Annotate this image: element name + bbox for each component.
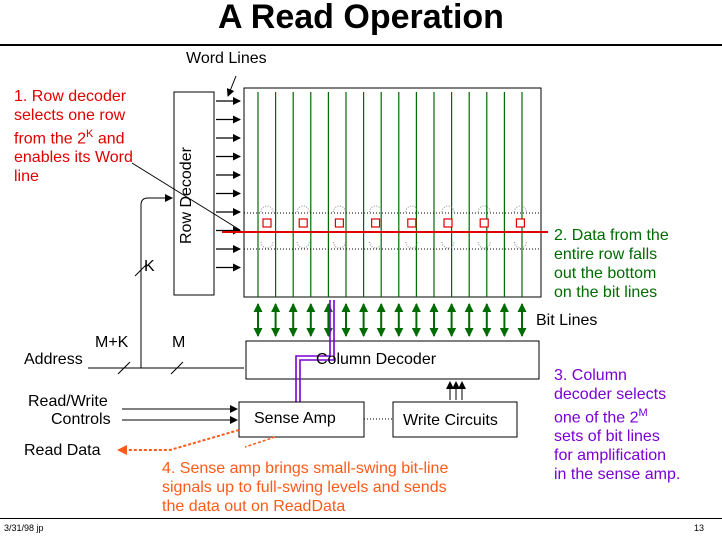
read-write-label: Read/Write bbox=[28, 393, 108, 410]
mk-slash bbox=[117, 361, 131, 375]
note1-line3-text: from the 2 bbox=[14, 130, 87, 148]
k-bus-horizontal bbox=[140, 194, 173, 206]
read-data-tail bbox=[244, 436, 276, 448]
read-data-label: Read Data bbox=[24, 442, 101, 459]
note2-line4: on the bit lines bbox=[554, 284, 658, 301]
memory-cell-dotted bbox=[513, 205, 527, 213]
memory-cell-dotted bbox=[369, 241, 383, 249]
write-circuits-box bbox=[392, 401, 518, 438]
title-rule bbox=[0, 44, 722, 46]
note-column-decoder: 3. Column decoder selects one of the 2M … bbox=[554, 366, 680, 484]
footer-date: 3/31/98 jp bbox=[4, 523, 44, 533]
memory-cell-dotted bbox=[296, 241, 310, 249]
note3-line5: for amplification bbox=[554, 447, 667, 465]
memory-cell bbox=[443, 218, 453, 228]
purple-path-2 bbox=[299, 300, 335, 408]
note1-line3: from the 2K and bbox=[14, 125, 133, 148]
memory-cell-dotted bbox=[477, 205, 491, 213]
row-decoder-label: Row Decoder bbox=[178, 147, 195, 244]
note-row-decoder: 1. Row decoder selects one row from the … bbox=[14, 87, 133, 186]
memory-array bbox=[243, 87, 542, 298]
note3-line3-text: one of the 2 bbox=[554, 409, 639, 427]
m-slash bbox=[170, 361, 184, 375]
note3-line3: one of the 2M bbox=[554, 404, 680, 427]
word-lines-pointer bbox=[226, 75, 237, 97]
memory-cell-dotted bbox=[513, 241, 527, 249]
note1-line1: 1. Row decoder bbox=[14, 88, 127, 105]
note1-line5: line bbox=[14, 168, 39, 186]
note1-superscript: K bbox=[86, 128, 94, 140]
note3-line4: sets of bit lines bbox=[554, 428, 660, 446]
note3-line1: 3. Column bbox=[554, 367, 627, 384]
memory-cell-dotted bbox=[296, 205, 310, 213]
note-sense-amp: 4. Sense amp brings small-swing bit-line… bbox=[162, 459, 448, 516]
bit-lines-label: Bit Lines bbox=[536, 312, 598, 329]
bus-mk-label: M+K bbox=[95, 334, 129, 351]
note3-line2: decoder selects bbox=[554, 386, 667, 403]
purple-path-1 bbox=[295, 300, 331, 408]
memory-cell bbox=[371, 218, 381, 228]
bit-line-arrows bbox=[253, 303, 527, 337]
memory-cell bbox=[334, 218, 344, 228]
note4-line1: 4. Sense amp brings small-swing bit-line bbox=[162, 460, 449, 477]
address-label: Address bbox=[24, 351, 83, 368]
memory-cell-dotted bbox=[332, 205, 346, 213]
sense-amp-label: Sense Amp bbox=[254, 410, 336, 427]
bus-m-label: M bbox=[172, 334, 186, 351]
memory-cell-dotted bbox=[260, 205, 274, 213]
memory-cell-dotted bbox=[369, 205, 383, 213]
word-lines-label: Word Lines bbox=[186, 50, 267, 67]
note2-line2: entire row falls bbox=[554, 246, 658, 263]
column-decoder-box bbox=[245, 340, 540, 380]
note1-pointer bbox=[131, 162, 241, 231]
word-line-arrows bbox=[216, 97, 241, 272]
controls-label: Controls bbox=[51, 411, 111, 428]
memory-cell-dotted bbox=[477, 241, 491, 249]
bus-k-label: K bbox=[144, 258, 155, 275]
note3-superscript: M bbox=[638, 407, 648, 419]
note-bit-lines: 2. Data from the entire row falls out th… bbox=[554, 226, 669, 302]
note1-line3-tail: and bbox=[93, 130, 125, 148]
write-circuits-label: Write Circuits bbox=[403, 412, 498, 429]
memory-cell bbox=[262, 218, 272, 228]
note4-line2: signals up to full-swing levels and send… bbox=[162, 479, 447, 496]
memory-cell bbox=[407, 218, 417, 228]
column-decoder-label: Column Decoder bbox=[316, 351, 437, 368]
note4-line3: the data out on ReadData bbox=[162, 498, 346, 515]
page-title: A Read Operation bbox=[218, 0, 504, 36]
read-data-arrow bbox=[117, 429, 240, 455]
memory-cell bbox=[515, 218, 526, 228]
bit-lines bbox=[257, 92, 523, 297]
memory-cell bbox=[479, 218, 489, 228]
note1-line2: selects one row bbox=[14, 107, 126, 124]
footer-rule bbox=[0, 518, 722, 519]
selected-row-cells bbox=[262, 218, 526, 228]
memory-cell-dotted bbox=[260, 241, 274, 249]
footer-page-number: 13 bbox=[694, 523, 705, 533]
note2-line3: out the bottom bbox=[554, 265, 657, 282]
memory-cell-dotted bbox=[332, 241, 346, 249]
memory-cell bbox=[298, 218, 308, 228]
note1-line4: enables its Word bbox=[14, 149, 133, 167]
note3-line6: in the sense amp. bbox=[554, 466, 681, 484]
note2-line1: 2. Data from the bbox=[554, 227, 669, 244]
k-slash bbox=[134, 263, 148, 277]
